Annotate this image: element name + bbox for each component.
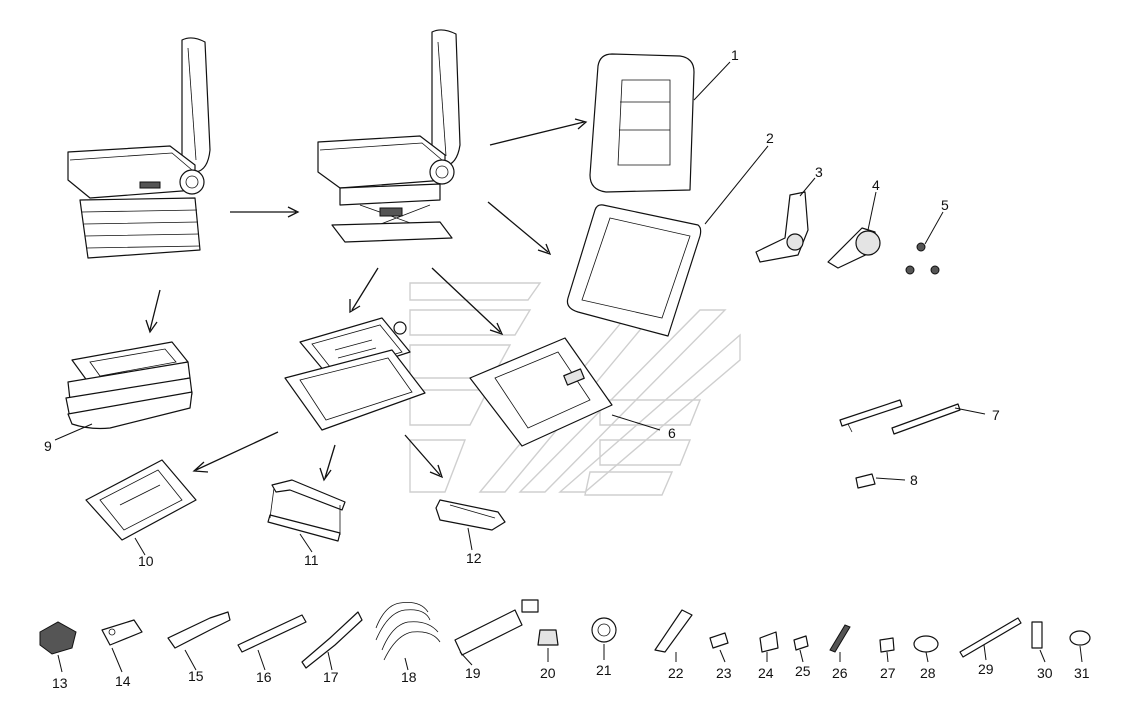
callout-11: 11 (304, 552, 319, 568)
callout-25: 25 (795, 663, 811, 679)
callout-9: 9 (44, 438, 52, 454)
callout-28: 28 (920, 665, 936, 681)
scissor-frame (267, 479, 346, 542)
callout-30: 30 (1037, 665, 1053, 681)
arrow-to-mechanism (349, 267, 379, 314)
bellows-boot (65, 341, 193, 430)
recline-lever-bracket (755, 191, 809, 263)
callout-7: 7 (992, 407, 1000, 423)
adjustment-knob-cover (827, 227, 881, 269)
callout-22: 22 (668, 665, 684, 681)
seat-with-suspension (317, 29, 461, 243)
backrest-cushion (589, 53, 695, 193)
callout-10: 10 (138, 553, 154, 569)
callout-5: 5 (941, 197, 949, 213)
callout-17: 17 (323, 669, 339, 685)
callout-21: 21 (596, 662, 612, 678)
flow-arrows (145, 118, 588, 482)
callout-26: 26 (832, 665, 848, 681)
arrow-to-arm-12 (404, 434, 444, 479)
callout-labels: 1 2 3 4 5 6 7 8 9 10 11 12 13 14 15 16 1… (44, 47, 1090, 691)
callout-18: 18 (401, 669, 417, 685)
complete-seat-with-bellows (67, 37, 211, 259)
callout-19: 19 (465, 665, 481, 681)
callout-27: 27 (880, 665, 896, 681)
callout-23: 23 (716, 665, 732, 681)
callout-13: 13 (52, 675, 68, 691)
arrow-to-backrest (489, 118, 588, 146)
callout-14: 14 (115, 673, 131, 689)
small-parts-row (39, 599, 1091, 669)
arrow-to-frame-11 (319, 444, 336, 482)
leader-lines (54, 61, 1083, 673)
callout-20: 20 (540, 665, 556, 681)
callout-1: 1 (731, 47, 739, 63)
screws (905, 242, 940, 275)
slide-rails (839, 399, 961, 435)
callout-15: 15 (188, 668, 204, 684)
suspension-mechanism (284, 317, 426, 431)
callout-4: 4 (872, 177, 880, 193)
arrow-down-left (145, 289, 161, 334)
callout-29: 29 (978, 661, 994, 677)
mounting-base-plate (469, 337, 613, 447)
suspension-arm (435, 499, 506, 531)
locking-pin (855, 473, 876, 489)
callout-2: 2 (766, 130, 774, 146)
arrow-to-plate (431, 267, 504, 336)
seat-cushion (566, 204, 702, 337)
callout-24: 24 (758, 665, 774, 681)
callout-8: 8 (910, 472, 918, 488)
arrow-right (230, 206, 300, 218)
callout-3: 3 (815, 164, 823, 180)
callout-12: 12 (466, 550, 482, 566)
callout-31: 31 (1074, 665, 1090, 681)
arrow-to-cushion (487, 201, 552, 256)
callout-16: 16 (256, 669, 272, 685)
lower-frame (85, 459, 197, 541)
arrow-to-frame-10 (192, 431, 279, 473)
callout-6: 6 (668, 425, 676, 441)
